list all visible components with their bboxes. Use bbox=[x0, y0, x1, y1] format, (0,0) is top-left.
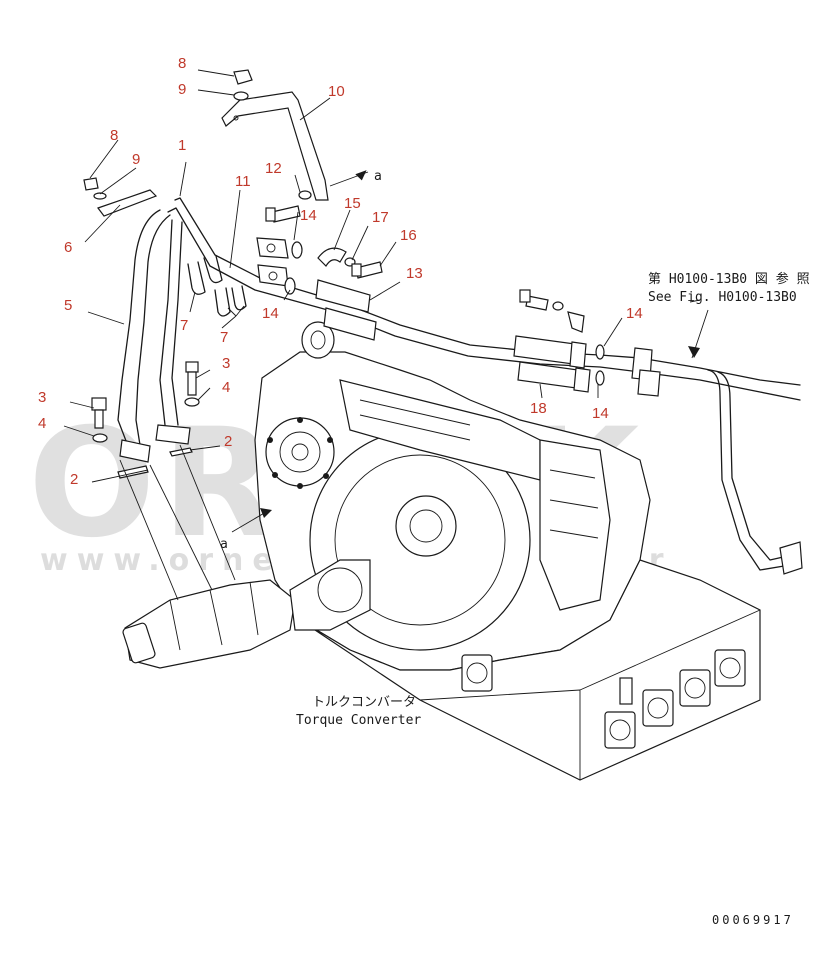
callout-14: 14 bbox=[592, 405, 609, 422]
piping bbox=[117, 197, 803, 575]
transmission-assembly bbox=[122, 321, 761, 781]
leader-lines bbox=[63, 69, 709, 601]
callout-9: 9 bbox=[178, 81, 186, 98]
callout-2: 2 bbox=[224, 433, 232, 450]
callout-16: 16 bbox=[400, 227, 417, 244]
callouts: 8 9 10 8 9 1 11 12 6 15 17 16 14 13 5 7 … bbox=[38, 55, 643, 488]
callout-7: 7 bbox=[180, 317, 188, 334]
hydraulic-pump bbox=[122, 559, 371, 669]
callout-14: 14 bbox=[300, 207, 317, 224]
callout-14: 14 bbox=[626, 305, 643, 322]
frame-ports bbox=[461, 649, 746, 749]
callout-13: 13 bbox=[406, 265, 423, 282]
callout-5: 5 bbox=[64, 297, 72, 314]
section-mark-a: a bbox=[220, 537, 228, 552]
callout-9: 9 bbox=[132, 151, 140, 168]
reference-en: See Fig. H0100-13B0 bbox=[648, 290, 797, 305]
callout-1: 1 bbox=[178, 137, 186, 154]
callout-6: 6 bbox=[64, 239, 72, 256]
callout-2: 2 bbox=[70, 471, 78, 488]
section-mark-a: a bbox=[374, 169, 382, 184]
callout-7: 7 bbox=[220, 329, 228, 346]
callout-11: 11 bbox=[235, 173, 251, 190]
callout-18: 18 bbox=[530, 400, 547, 417]
component-label-en: Torque Converter bbox=[296, 713, 421, 728]
section-arrows bbox=[231, 170, 700, 533]
callout-4: 4 bbox=[222, 379, 230, 396]
callout-12: 12 bbox=[265, 160, 282, 177]
document-number: 00069917 bbox=[712, 913, 794, 927]
callout-3: 3 bbox=[222, 355, 230, 372]
callout-3: 3 bbox=[38, 389, 46, 406]
callout-15: 15 bbox=[344, 195, 361, 212]
callout-8: 8 bbox=[110, 127, 118, 144]
component-label-jp: トルクコンバータ bbox=[312, 695, 416, 710]
reference-note: 第 H0100-13B0 図 参 照 See Fig. H0100-13B0 bbox=[648, 271, 810, 305]
callout-8: 8 bbox=[178, 55, 186, 72]
component-label: トルクコンバータ Torque Converter bbox=[296, 695, 421, 728]
callout-17: 17 bbox=[372, 209, 389, 226]
callout-10: 10 bbox=[328, 83, 345, 100]
callout-14: 14 bbox=[262, 305, 279, 322]
callout-4: 4 bbox=[38, 415, 46, 432]
reference-jp: 第 H0100-13B0 図 参 照 bbox=[648, 271, 810, 287]
